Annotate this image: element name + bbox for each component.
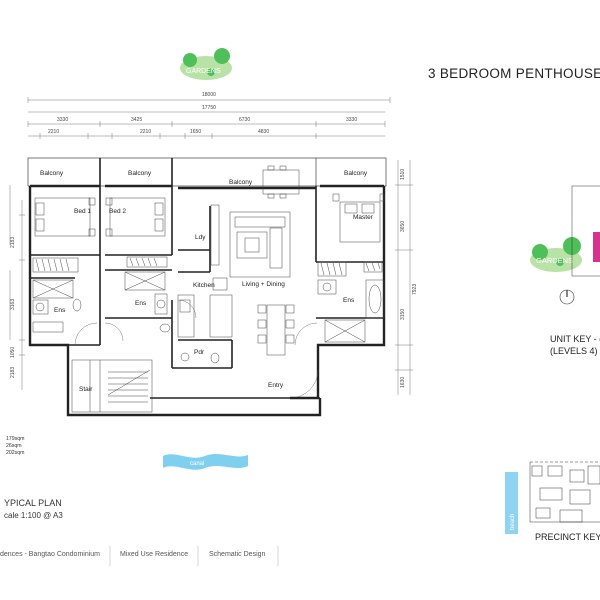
- room-label-bed-2: Bed 2: [109, 208, 126, 215]
- gardens-logo-right: [530, 237, 582, 272]
- room-label-powder: Pdr: [194, 349, 205, 356]
- room-label-ensuite-1: Ens: [54, 307, 66, 314]
- room-label-ensuite-3: Ens: [343, 297, 355, 304]
- room-label-kitchen: Kitchen: [193, 282, 215, 289]
- dim-sub-2: 2210: [140, 129, 151, 135]
- footer-separators: [109, 546, 279, 566]
- dim-left-2: 3163: [10, 299, 16, 310]
- precinct-key-map: [529, 461, 600, 523]
- room-label-entry: Entry: [268, 382, 284, 389]
- dim-left-4: 2183: [10, 367, 16, 378]
- precinct-key-label: PRECINCT KEY: [535, 532, 600, 542]
- dim-top-4: 3330: [346, 117, 357, 123]
- dim-sub-1: 2210: [48, 129, 59, 135]
- beach-strip: [505, 472, 518, 534]
- room-label-balcony-3: Balcony: [229, 179, 253, 186]
- compass-icon: [559, 289, 575, 305]
- gardens-logo-top: [180, 48, 232, 80]
- room-label-ensuite-2: Ens: [135, 300, 147, 307]
- area-summary: 179sqm 26sqm 202sqm: [6, 436, 24, 457]
- page-title: 3 BEDROOM PENTHOUSE: [428, 66, 600, 81]
- exterior-walls: [28, 184, 386, 417]
- bed-master: [332, 193, 385, 243]
- room-label-living-dining: Living + Dining: [242, 281, 285, 288]
- room-label-balcony-4: Balcony: [344, 170, 368, 177]
- beach-label: beach: [510, 514, 516, 530]
- top-dimension-lines: [27, 97, 391, 139]
- unit-key-label: UNIT KEY - ( (LEVELS 4): [550, 333, 600, 357]
- footer-type: Mixed Use Residence: [120, 551, 189, 558]
- canal-label: canal: [190, 461, 204, 467]
- area-total: 202sqm: [6, 450, 25, 456]
- dim-right-1: 1510: [400, 169, 406, 180]
- room-label-master: Master: [353, 214, 373, 221]
- dim-right-4: 3150: [400, 309, 406, 320]
- dim-left-1: 2183: [10, 237, 16, 248]
- unit-key-line-1: UNIT KEY - (: [550, 334, 600, 344]
- wardrobes: [32, 256, 383, 277]
- interior-walls: [30, 158, 384, 369]
- dim-overall-2: 17750: [202, 105, 216, 111]
- dim-top-1: 3330: [57, 117, 68, 123]
- kitchen-fixtures: [177, 204, 233, 338]
- unit-key-line-2: (LEVELS 4): [550, 346, 598, 356]
- dim-top-3: 6730: [239, 117, 250, 123]
- bed-2: [105, 197, 166, 237]
- dim-right-2: 3650: [400, 221, 406, 232]
- right-dimension-lines: [395, 160, 413, 395]
- left-dimension-lines: [9, 185, 25, 390]
- dim-left-3: 1050: [10, 347, 16, 358]
- room-label-stair: Stair: [79, 386, 93, 393]
- room-label-balcony-1: Balcony: [40, 170, 64, 177]
- plan-title: YPICAL PLAN: [4, 498, 62, 508]
- dim-right-3: 7923: [412, 284, 418, 295]
- balcony-outlines: [27, 157, 387, 187]
- living-furniture: [229, 165, 300, 356]
- room-label-bed-1: Bed 1: [74, 208, 91, 215]
- plan-scale: cale 1:100 @ A3: [4, 511, 63, 520]
- footer-project: dences - Bangtao Condominium: [0, 551, 101, 558]
- dim-right-5: 1630: [400, 377, 406, 388]
- dim-sub-3: 1650: [190, 129, 201, 135]
- dim-top-2: 3425: [131, 117, 142, 123]
- dim-sub-4: 4830: [258, 129, 269, 135]
- bathroom-fixtures: [32, 271, 385, 364]
- room-label-balcony-2: Balcony: [128, 170, 152, 177]
- area-internal: 179sqm: [6, 436, 25, 442]
- room-label-lounge: Ldy: [195, 234, 206, 241]
- dim-overall: 18000: [202, 92, 216, 98]
- footer-stage: Schematic Design: [209, 551, 266, 558]
- bed-1: [34, 197, 96, 237]
- gardens-label-right: GARDENS: [536, 256, 573, 265]
- unit-key-tower: [571, 185, 600, 277]
- area-external: 26sqm: [6, 443, 22, 449]
- gardens-label-top: GARDENS: [186, 68, 221, 75]
- stair: [71, 359, 153, 413]
- canal-shape: [163, 454, 248, 470]
